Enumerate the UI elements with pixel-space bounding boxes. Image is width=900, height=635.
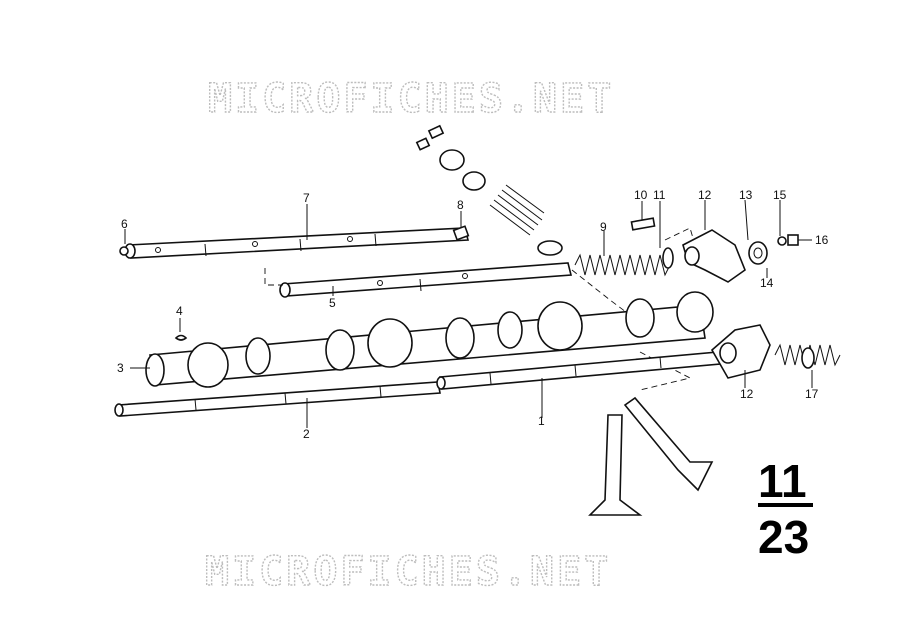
part-5-rocker-shaft — [279, 262, 573, 298]
callout-4: 4 — [176, 304, 183, 318]
callout-5: 5 — [329, 296, 336, 310]
callout-11: 11 — [653, 188, 666, 202]
part-9-spring — [574, 253, 671, 277]
part-13-bushing — [748, 241, 768, 265]
assembly-line-upper — [264, 268, 283, 286]
page-number: 11 23 — [758, 455, 813, 563]
callout-1: 1 — [538, 414, 545, 428]
watermark-top: MICROFICHES.NET — [208, 76, 614, 122]
part-6-nut — [119, 246, 129, 256]
callout-15: 15 — [773, 188, 787, 202]
callout-14: 14 — [760, 276, 774, 290]
valve-exhaust — [623, 396, 714, 492]
part-16-nut — [787, 234, 799, 246]
leader-lines — [124, 199, 813, 428]
part-4-key — [174, 334, 188, 341]
valve-spring-assembly — [415, 124, 563, 256]
callout-6: 6 — [121, 217, 128, 231]
part-17-seat — [801, 347, 815, 369]
page-number-top: 11 — [758, 455, 807, 507]
part-15-washer — [777, 236, 787, 246]
callout-8: 8 — [457, 198, 464, 212]
part-12-rocker-arm-lower — [710, 324, 771, 379]
callout-7: 7 — [303, 191, 310, 205]
callout-10: 10 — [634, 188, 648, 202]
page-number-bottom: 23 — [758, 511, 809, 563]
part-7-rocker-shaft — [124, 227, 470, 259]
callout-2: 2 — [303, 427, 310, 441]
callout-12-lower: 12 — [740, 387, 754, 401]
callout-9: 9 — [600, 220, 607, 234]
callout-12-upper: 12 — [698, 188, 712, 202]
part-2-shaft — [114, 381, 441, 417]
callout-17: 17 — [805, 387, 819, 401]
part-10-pin — [630, 217, 656, 231]
callout-16: 16 — [815, 233, 829, 247]
callout-13: 13 — [739, 188, 753, 202]
part-8-screw — [452, 225, 470, 241]
valve-intake — [588, 414, 643, 516]
assembly-line-lower — [639, 351, 692, 391]
part-3-camshaft — [145, 291, 714, 388]
watermark-bottom: MICROFICHES.NET — [205, 549, 611, 595]
part-11-washer — [662, 247, 674, 269]
callout-3: 3 — [117, 361, 124, 375]
